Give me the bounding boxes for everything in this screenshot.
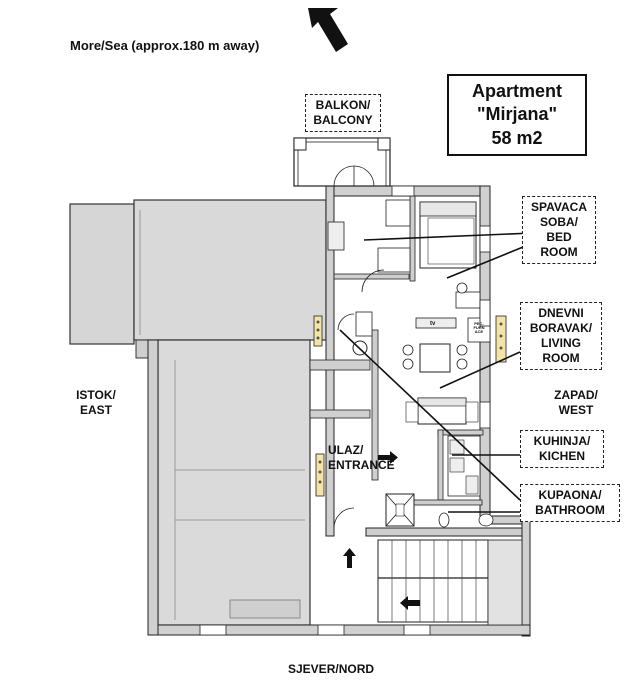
east-label-line-1: ISTOK/	[76, 388, 116, 402]
east-label: ISTOK/ EAST	[66, 388, 126, 418]
kitchen-furniture	[447, 435, 481, 497]
entrance-arrow-up-icon	[343, 548, 356, 568]
living-room-label: DNEVNI BORAVAK/ LIVING ROOM	[520, 302, 602, 370]
west-label-line-1: ZAPAD/	[554, 388, 598, 402]
bathroom-label: KUPAONA/ BATHROOM	[520, 484, 620, 522]
bathroom-label-line-2: BATHROOM	[535, 503, 605, 517]
living-label-line-1: DNEVNI	[538, 306, 584, 320]
west-label: ZAPAD/ WEST	[548, 388, 604, 418]
entrance-label-line-1: ULAZ/	[328, 443, 364, 457]
leader-lines	[339, 232, 534, 513]
door-arc	[361, 269, 385, 293]
stairs-arrow-left-icon	[400, 596, 420, 610]
kitchen-label-line-2: KICHEN	[538, 449, 585, 463]
east-label-line-2: EAST	[79, 403, 112, 417]
north-arrow-icon	[308, 8, 348, 52]
kitchen-label: KUHINJA/ KICHEN	[520, 430, 604, 468]
entrance-arrow-right-icon	[378, 451, 398, 464]
living-label-line-2: BORAVAK/	[529, 321, 593, 335]
bedroom-label-line-1: SPAVACA	[530, 200, 587, 214]
entrance-label: ULAZ/ ENTRANCE	[328, 443, 395, 473]
bathroom-furniture	[385, 493, 494, 528]
balcony	[293, 137, 391, 187]
desk-label: PEC- FURN ACE	[470, 322, 488, 334]
meter-panels	[313, 315, 507, 497]
desk-label-line-3: ACE	[474, 329, 484, 334]
windows	[199, 185, 491, 636]
corridor-wall	[309, 359, 371, 371]
bedroom-label: SPAVACA SOBA/ BED ROOM	[522, 196, 596, 264]
bedroom-label-line-2: SOBA/	[539, 215, 578, 229]
desk-label-line-2: FURN	[473, 325, 485, 330]
bedroom-furniture	[327, 199, 481, 309]
title-line-3: 58 m2	[491, 127, 543, 148]
living-label-line-4: ROOM	[542, 351, 580, 365]
balcony-label-line-1: BALKON/	[315, 98, 371, 112]
west-label-line-2: WEST	[558, 403, 594, 417]
kitchen-label-line-1: KUHINJA/	[533, 434, 591, 448]
bedroom-label-line-3: BED	[546, 230, 572, 244]
title-line-2: "Mirjana"	[476, 104, 558, 125]
sea-direction-note: More/Sea (approx.180 m away)	[70, 38, 260, 53]
entrance-door-arc	[333, 507, 355, 529]
balcony-label: BALKON/ BALCONY	[305, 94, 381, 132]
balcony-label-line-2: BALCONY	[313, 113, 373, 127]
living-label-line-3: LIVING	[540, 336, 581, 350]
neighbour-building	[69, 199, 327, 626]
corridor-wall	[309, 409, 371, 419]
entrance-label-line-2: ENTRANCE	[328, 458, 395, 472]
bathroom-label-line-1: KUPAONA/	[538, 488, 602, 502]
title-line-1: Apartment	[471, 81, 562, 101]
bedroom-label-line-4: ROOM	[540, 245, 578, 259]
north-label: SJEVER/NORD	[288, 662, 375, 676]
staircase	[377, 539, 523, 626]
desk-label-line-1: PEC-	[474, 321, 484, 326]
tv-label: tv	[430, 321, 436, 327]
apartment-title: Apartment "Mirjana" 58 m2	[447, 74, 587, 157]
